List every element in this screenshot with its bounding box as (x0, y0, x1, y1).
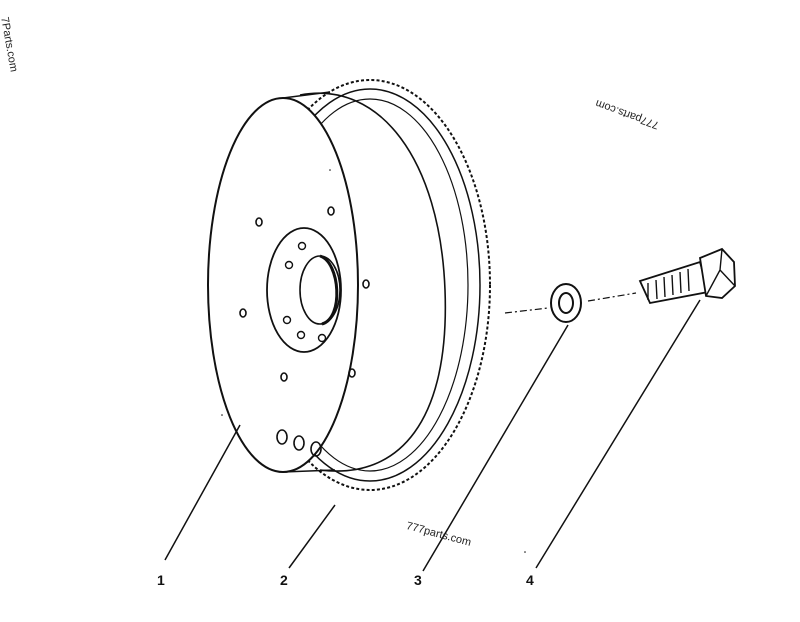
callout-4: 4 (526, 572, 534, 588)
callout-3: 3 (414, 572, 422, 588)
bolt-icon (638, 247, 736, 305)
washer-icon (550, 283, 582, 323)
callout-1: 1 (157, 572, 165, 588)
ring-gear-icon (249, 79, 491, 491)
callout-2: 2 (280, 572, 288, 588)
flywheel-icon (207, 79, 491, 491)
